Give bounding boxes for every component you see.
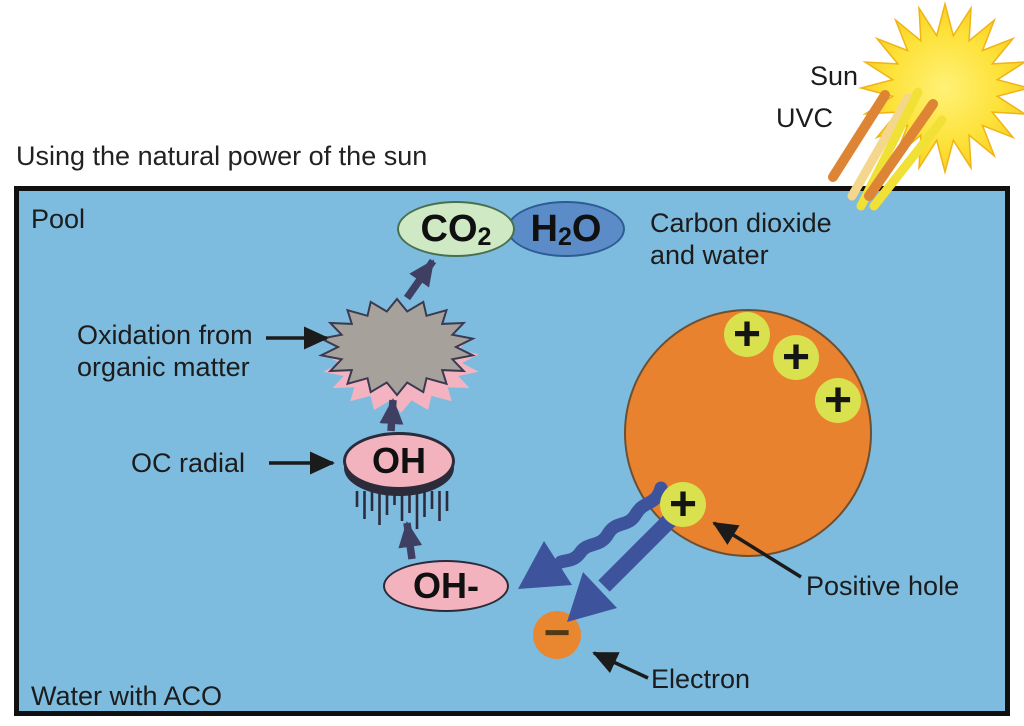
pool-label: Pool — [31, 204, 86, 234]
hydroxide-ion: OH- — [383, 560, 509, 612]
oxidation-caption: Oxidation from organic matter — [77, 319, 253, 383]
positive-hole-badge-active: + — [660, 480, 706, 528]
co2-text: CO — [420, 207, 478, 250]
oh-text: OH — [372, 440, 426, 481]
water-with-aco-label: Water with ACO — [31, 681, 223, 711]
uvc-label: UVC — [776, 103, 834, 133]
electron-caption: Electron — [651, 664, 751, 694]
page-title: Using the natural power of the sun — [16, 141, 428, 171]
products-caption-line1: Carbon dioxide — [650, 208, 832, 238]
ohminus-text: OH- — [413, 565, 479, 606]
oxidation-caption-line2: organic matter — [77, 352, 250, 382]
positive-hole-badge: + — [773, 333, 819, 381]
positive-hole-badge: + — [724, 310, 770, 358]
oxidation-caption-line1: Oxidation from — [77, 320, 253, 350]
products-caption-line2: and water — [650, 240, 769, 270]
products-caption: Carbon dioxide and water — [650, 207, 832, 271]
oc-radial-caption: OC radial — [131, 448, 246, 478]
co2-subscript: 2 — [477, 222, 492, 251]
positive-hole-badge: + — [815, 376, 861, 424]
h2o-subscript: 2 — [557, 222, 572, 251]
h2o-text-o: O — [571, 207, 602, 250]
positive-hole-caption: Positive hole — [806, 571, 960, 601]
sun-burst — [858, 1, 1024, 175]
h2o-text: H — [530, 207, 558, 250]
electron-particle: − — [533, 609, 581, 659]
oh-radical: OH — [343, 432, 455, 490]
sun-label: Sun — [810, 61, 859, 91]
